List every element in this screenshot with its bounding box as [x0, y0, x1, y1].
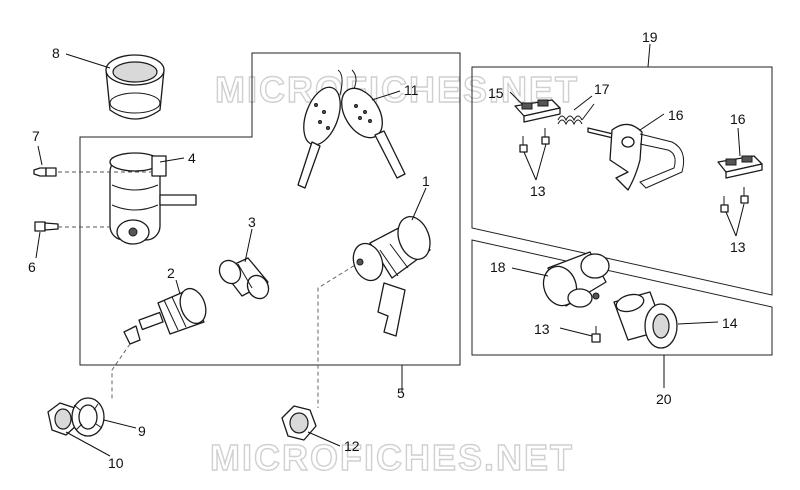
- part-1-lock-cylinder: [352, 216, 431, 337]
- part-15-lock-body: [542, 251, 610, 308]
- callout-9: 9: [138, 423, 146, 439]
- callout-13-lower: 13: [534, 321, 550, 337]
- part-11-keys: [297, 69, 406, 189]
- part-18-spring: [557, 103, 595, 126]
- callout-12: 12: [344, 438, 360, 454]
- part-10-nut: [47, 402, 79, 436]
- callout-18: 17: [594, 81, 610, 97]
- kit-frame-19: [471, 66, 773, 296]
- kit-frame-5: [79, 52, 461, 366]
- watermark-top: MICROFICHES.NET: [215, 69, 579, 110]
- leader-11: [371, 90, 401, 101]
- part-12-nut: [281, 405, 317, 441]
- leader-8: [65, 53, 111, 69]
- part-2-lock-cylinder: [123, 287, 207, 345]
- leader-16a: [509, 91, 523, 105]
- part-13-screws-right: [720, 187, 749, 213]
- callout-8: 8: [52, 45, 60, 61]
- leader-1: [411, 187, 427, 221]
- callout-13-right: 13: [730, 239, 746, 255]
- part-6-screw: [34, 221, 59, 232]
- callout-15: 18: [490, 259, 506, 275]
- leader-6: [35, 231, 41, 259]
- part-14-bush: [613, 291, 678, 349]
- callout-3: 3: [248, 214, 256, 230]
- kit-frame-20: [471, 239, 773, 356]
- part-16-clip-left: [514, 99, 561, 123]
- callout-7: 7: [32, 128, 40, 144]
- leader-12: [307, 431, 341, 447]
- part-16-clip-right: [717, 155, 763, 179]
- part-8-cap: [105, 54, 165, 120]
- part-17-latch-hook: [587, 123, 685, 191]
- callout-4: 4: [188, 150, 196, 166]
- watermark-bottom: MICROFICHES.NET: [210, 437, 574, 478]
- callout-16-right: 16: [730, 111, 746, 127]
- leader-13b: [725, 203, 745, 237]
- callout-20: 20: [656, 391, 672, 407]
- callout-17: 16: [668, 107, 684, 123]
- part-9-washer: [71, 397, 105, 437]
- part-7-screw: [33, 167, 57, 177]
- leader-17: [639, 113, 665, 131]
- leader-7: [37, 145, 43, 166]
- callout-14: 14: [722, 315, 738, 331]
- callout-16-left: 15: [488, 85, 504, 101]
- part-3-barrel: [218, 257, 270, 300]
- callout-5: 5: [397, 385, 405, 401]
- callout-2: 2: [167, 265, 175, 281]
- callout-6: 6: [28, 259, 36, 275]
- leader-13a: [523, 143, 547, 181]
- leader-4: [159, 157, 185, 163]
- callout-10: 10: [108, 455, 124, 471]
- callout-11: 11: [404, 82, 419, 98]
- callout-13-left: 13: [530, 183, 546, 199]
- callout-19: 19: [642, 29, 658, 45]
- leader-19: [647, 43, 651, 68]
- leader-14: [677, 321, 719, 325]
- part-13-screw-lower: [591, 326, 601, 343]
- leader-16b: [737, 127, 741, 157]
- leader-18: [573, 95, 593, 111]
- leader-13c: [559, 327, 593, 337]
- leader-10: [65, 431, 111, 457]
- leader-9: [103, 419, 137, 429]
- leader-3: [244, 228, 253, 263]
- part-4-lock-body: [109, 152, 197, 245]
- leader-15: [511, 267, 549, 277]
- leader-2: [175, 279, 181, 295]
- callout-1: 1: [422, 173, 430, 189]
